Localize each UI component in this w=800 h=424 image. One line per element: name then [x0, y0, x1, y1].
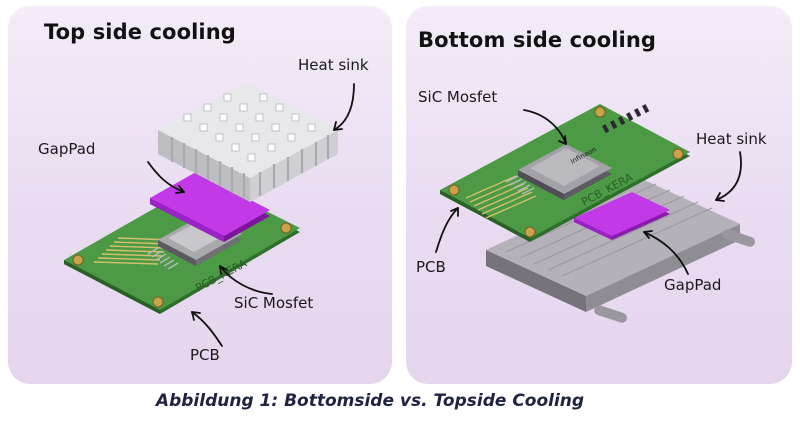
heat-sink: [158, 82, 338, 202]
top-side-cooling-illustration: PCB_KERA: [64, 82, 355, 347]
top-side-cooling-panel: Top side cooling PCB_KERA: [8, 6, 392, 384]
heat-sink-label: Heat sink: [298, 56, 369, 74]
callout-arrows: [435, 109, 742, 275]
sic-mosfet-label: SiC Mosfet: [418, 88, 498, 106]
sic-mosfet-package: [505, 144, 612, 200]
pcb-label: PCB: [416, 258, 446, 276]
gappad-pad: [574, 192, 670, 240]
heat-sink-label: Heat sink: [696, 130, 767, 148]
gappad-label: GapPad: [38, 140, 96, 158]
sic-mosfet-label: SiC Mosfet: [234, 294, 314, 312]
pcb-label: PCB: [190, 346, 220, 364]
panel-title: Bottom side cooling: [418, 28, 656, 52]
bottom-side-cooling-illustration: PCB_KERA infineon: [435, 104, 756, 323]
figure-caption: Abbildung 1: Bottomside vs. Topside Cool…: [155, 391, 585, 411]
gappad-label: GapPad: [664, 276, 722, 294]
callout-arrows: [147, 83, 355, 347]
panel-title: Top side cooling: [44, 20, 236, 44]
bottom-side-cooling-panel: Bottom side cooling: [406, 6, 792, 384]
